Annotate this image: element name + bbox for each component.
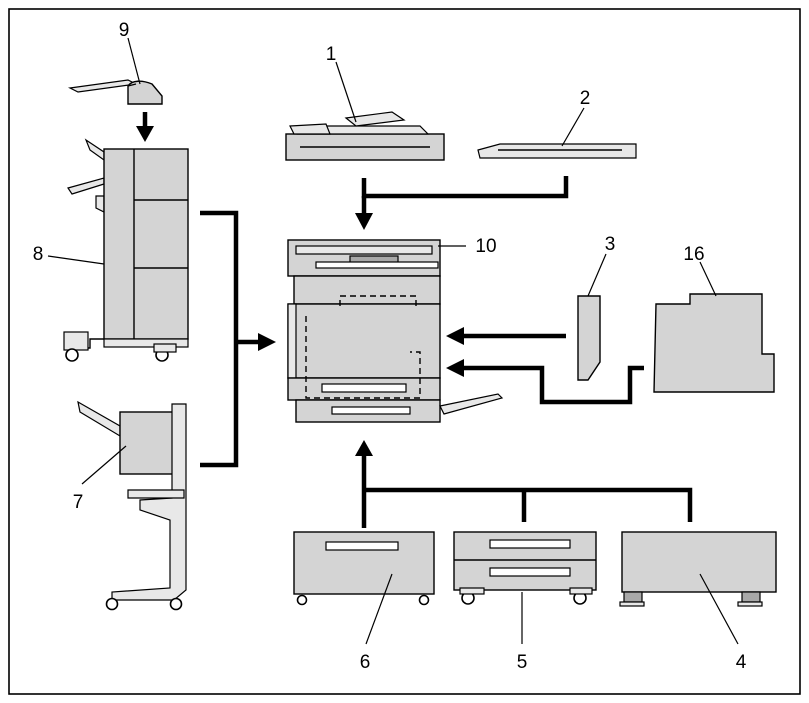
leader-6	[365, 573, 393, 645]
item-2-original-cover	[477, 143, 637, 159]
callout-10: 10	[475, 236, 496, 257]
item-16-large-capacity-cassette	[653, 293, 775, 393]
main-copier-unit	[287, 239, 504, 423]
item-1-document-feeder	[285, 111, 445, 161]
arrow-tray-to-finisher	[136, 112, 154, 142]
leader-4	[699, 573, 739, 645]
item-4-desk-cabinet	[619, 531, 777, 607]
arrow-cassette-to-main	[446, 359, 644, 405]
callout-3: 3	[605, 234, 616, 255]
item-7-finisher-on-stand	[77, 400, 187, 611]
callout-7: 7	[73, 492, 84, 513]
callout-9: 9	[119, 20, 130, 41]
item-8-floor-finisher	[63, 138, 189, 362]
item-9-output-tray	[67, 79, 163, 105]
callout-1: 1	[326, 44, 337, 65]
leader-8	[47, 255, 105, 265]
item-3-lct-side-unit	[577, 295, 601, 381]
callout-6: 6	[360, 652, 371, 673]
callout-5: 5	[517, 652, 528, 673]
leader-1	[335, 61, 357, 123]
callout-4: 4	[736, 652, 747, 673]
item-5-two-tray-cabinet	[453, 531, 597, 605]
callout-8: 8	[33, 244, 44, 265]
arrow-side-unit-to-main	[446, 327, 566, 345]
arrow-feeder-to-main	[355, 176, 569, 230]
callout-16: 16	[683, 244, 704, 265]
leader-2	[561, 107, 585, 147]
bottom-options-connection-tree	[355, 440, 693, 528]
leader-16	[699, 261, 717, 297]
item-10-job-separator	[315, 261, 439, 269]
leader-9	[127, 37, 141, 85]
leader-7	[81, 445, 127, 485]
item-6-large-paper-cabinet	[293, 531, 435, 606]
leader-3	[587, 253, 607, 297]
callout-2: 2	[580, 88, 591, 109]
finisher-connection-bracket	[200, 210, 276, 468]
